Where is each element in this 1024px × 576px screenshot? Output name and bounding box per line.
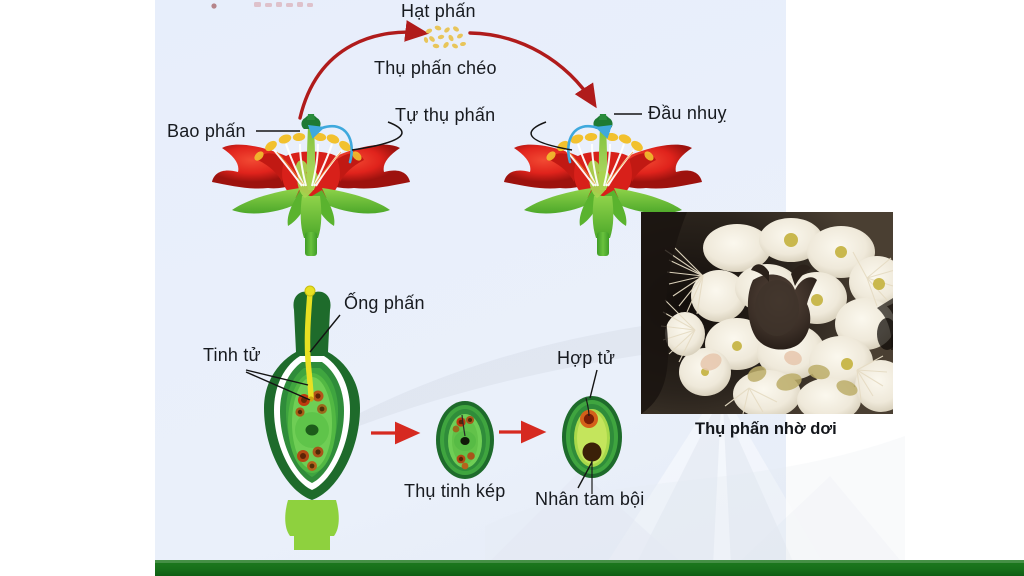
label-stigma: Đầu nhuỵ bbox=[648, 103, 727, 123]
cross-pollination-arrow bbox=[298, 20, 597, 120]
label-triploid-nucleus: Nhân tam bội bbox=[535, 489, 645, 509]
self-pollination-arrow-right bbox=[567, 125, 613, 164]
cut-off-top-fragment bbox=[211, 2, 313, 9]
leader-lines-bottom bbox=[245, 314, 598, 489]
leader-lines-top bbox=[256, 113, 642, 151]
ovary-with-pollen-tube bbox=[264, 285, 360, 550]
accent-bar-highlight bbox=[155, 560, 1024, 563]
slide-accent-bar bbox=[155, 560, 1024, 576]
pollen-grains-cluster bbox=[423, 25, 466, 49]
label-double-fertilization: Thụ tinh kép bbox=[404, 481, 506, 501]
bat-shape bbox=[747, 264, 817, 350]
process-arrows bbox=[371, 420, 547, 445]
bat-pollination-photo bbox=[641, 212, 893, 414]
label-anther: Bao phấn bbox=[167, 121, 246, 141]
label-pollen-tube: Ống phấn bbox=[344, 293, 425, 313]
pollen-tube-path bbox=[304, 290, 314, 401]
label-zygote: Hợp tử bbox=[557, 348, 616, 368]
label-pollen-grains: Hạt phấn bbox=[401, 1, 476, 21]
label-sperm-cells: Tinh tử bbox=[203, 345, 261, 365]
label-cross-pollination: Thụ phấn chéo bbox=[374, 58, 497, 78]
ovule-nuclei-group bbox=[295, 390, 327, 471]
self-pollination-arrow-left bbox=[307, 125, 353, 164]
ovule-stage-zygote bbox=[562, 396, 622, 494]
photo-caption: Thụ phấn nhờ dơi bbox=[695, 420, 837, 438]
ovule-stage-double-fertilization bbox=[436, 401, 494, 479]
label-self-pollination: Tự thụ phấn bbox=[395, 105, 496, 125]
flower-left bbox=[212, 114, 410, 256]
